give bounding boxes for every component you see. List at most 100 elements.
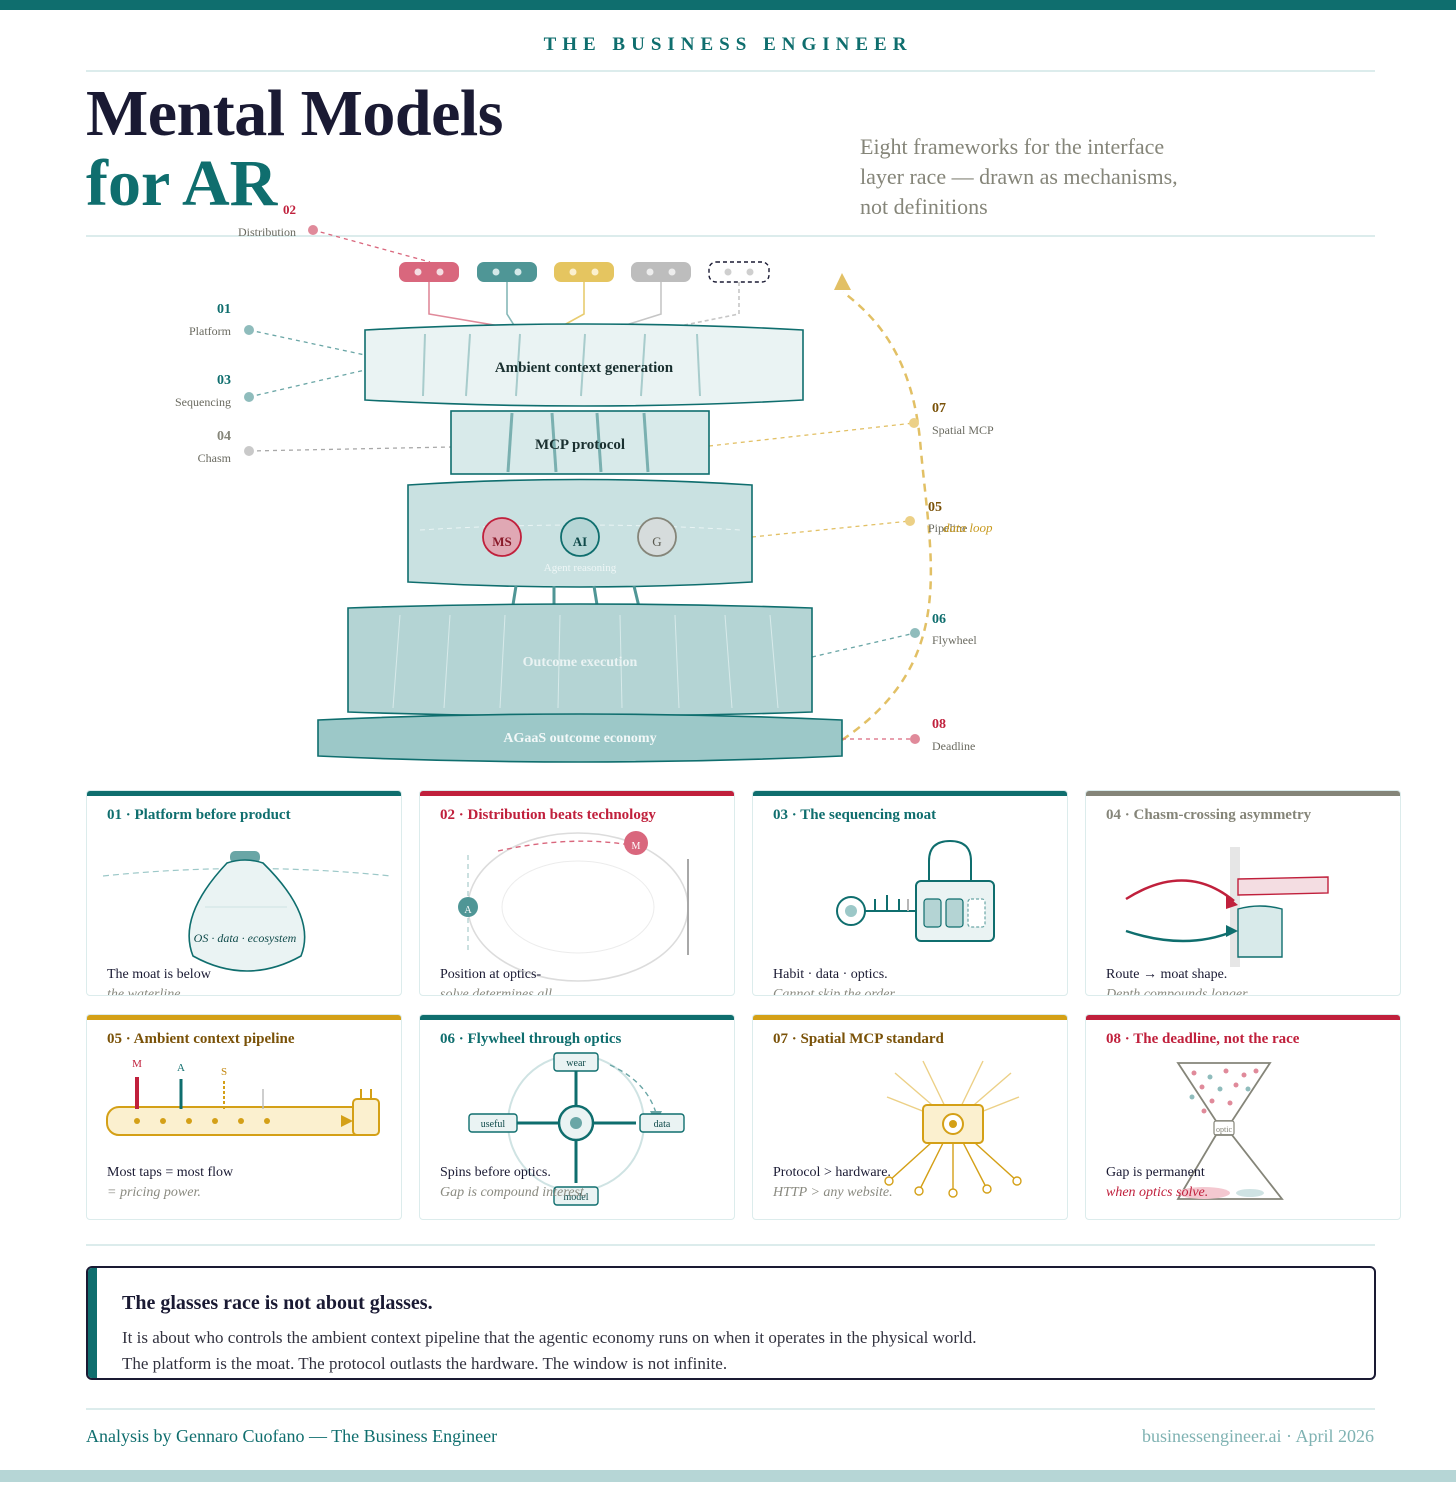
interface-stack-diagram: Ambient context generation MCP protocol … [175, 202, 994, 763]
card-line1: Most taps = most flow [107, 1165, 234, 1180]
marker-01-num: 01 [217, 302, 231, 317]
card-title: 01 · Platform before product [107, 807, 291, 823]
device-gold [554, 262, 614, 282]
page-title-line2: for AR [86, 147, 278, 220]
flywheel-useful-label: useful [481, 1119, 506, 1130]
agent-ms-circle [482, 517, 522, 557]
card-line1: Gap is permanent [1106, 1165, 1205, 1180]
mcp-hub-illustration [884, 1060, 1022, 1198]
page-subtitle: Eight frameworks for the interface layer… [860, 134, 1178, 219]
callout-accent-bar [88, 1268, 97, 1378]
mcp-stripes [506, 412, 650, 473]
marker-06-num: 06 [932, 612, 946, 627]
card-line1: Route → moat shape. [1106, 967, 1228, 982]
takeaway-callout: The glasses race is not about glasses. I… [86, 1266, 1376, 1380]
marker-08-label: Deadline [932, 739, 975, 753]
marker-dots [244, 225, 920, 744]
device-gray [631, 262, 691, 282]
flywheel-illustration: wear useful data model [468, 1052, 685, 1206]
outcome-stripes [392, 614, 779, 709]
card-line2: when optics solve. [1106, 1185, 1209, 1200]
card-line2: the waterline. [107, 987, 184, 996]
hourglass-illustration: optic [1176, 1062, 1284, 1200]
layer-mcp-label: MCP protocol [535, 437, 625, 453]
marker-01-label: Platform [189, 324, 232, 338]
pipeline-illustration: M A S [106, 1058, 380, 1136]
bottom-accent-bar [0, 1470, 1456, 1482]
page-title-line1: Mental Models [86, 77, 503, 150]
pipeline-m-label: M [132, 1058, 142, 1070]
footer-divider [86, 1408, 1375, 1410]
card-line2: solve determines all. [440, 987, 556, 996]
callout-heading: The glasses race is not about glasses. [122, 1292, 433, 1314]
footer-author: Analysis by Gennaro Cuofano — The Busine… [86, 1426, 498, 1446]
card-title: 07 · Spatial MCP standard [773, 1031, 944, 1047]
layer-economy-label: AGaaS outcome economy [503, 731, 656, 746]
leader-lines [248, 229, 916, 740]
card-flywheel: 06 · Flywheel through optics wear useful… [419, 1014, 735, 1220]
marker-03-label: Sequencing [175, 395, 231, 409]
card-line1: Protocol > hardware. [773, 1165, 891, 1180]
footer-site-date: businessengineer.ai · April 2026 [1142, 1426, 1374, 1446]
marker-08-num: 08 [932, 717, 946, 732]
data-loop-label: data loop [943, 520, 993, 535]
card-title: 08 · The deadline, not the race [1106, 1031, 1300, 1047]
card-accent-bar [87, 791, 401, 796]
marker-04-label: Chasm [198, 451, 232, 465]
device-connectors [428, 282, 740, 331]
card-sequencing: 03 · The sequencing moat Habit · data · … [752, 790, 1068, 996]
layer-ambient-label: Ambient context generation [495, 360, 674, 376]
card-accent-bar [1086, 791, 1400, 796]
lock-key-illustration [836, 839, 995, 942]
top-accent-bar [0, 0, 1456, 10]
flywheel-wear-label: wear [566, 1058, 586, 1069]
card-accent-bar [753, 1015, 1067, 1020]
layer-mcp [450, 410, 710, 475]
marker-05-num: 05 [928, 500, 942, 515]
card-pipeline: 05 · Ambient context pipeline M A S Most… [86, 1014, 402, 1220]
card-line1: The moat is below [107, 967, 211, 982]
header-divider [86, 70, 1375, 72]
card-line2: = pricing power. [107, 1185, 201, 1200]
device-red [399, 262, 459, 282]
card-spatial-mcp: 07 · Spatial MCP standard Protocol > har… [752, 1014, 1068, 1220]
card-line2: Depth compounds longer. [1106, 987, 1250, 996]
card-line1: Spins before optics. [440, 1165, 551, 1180]
card-line2: Cannot skip the order. [773, 987, 897, 996]
marker-06-label: Flywheel [932, 633, 977, 647]
chasm-illustration [1125, 847, 1329, 967]
marker-05-label: Pipeline [928, 521, 967, 535]
marker-04-num: 04 [217, 429, 231, 444]
brand-header: THE BUSINESS ENGINEER [543, 34, 913, 55]
card-line1: Habit · data · optics. [773, 967, 888, 982]
callout-body-line2: The platform is the moat. The protocol o… [122, 1354, 728, 1373]
card-accent-bar [753, 791, 1067, 796]
card-line1: Position at optics- [440, 967, 542, 982]
card-title: 04 · Chasm-crossing asymmetry [1106, 807, 1312, 823]
agent-g-label: G [652, 534, 661, 549]
agent-ms-label: MS [492, 534, 512, 549]
iceberg-illustration: OS · data · ecosystem [102, 851, 392, 972]
callout-body-line1: It is about who controls the ambient con… [122, 1328, 977, 1347]
data-loop-arrowhead [834, 273, 851, 290]
agent-ai-circle [560, 517, 600, 557]
agent-g-circle [637, 517, 677, 557]
card-deadline: 08 · The deadline, not the race optic Ga… [1085, 1014, 1401, 1220]
layer-agent-label: Agent reasoning [544, 562, 617, 574]
card-title: 06 · Flywheel through optics [440, 1031, 622, 1047]
card-accent-bar [1086, 1015, 1400, 1020]
marker-labels: 02 Distribution 01 Platform 03 Sequencin… [175, 202, 994, 753]
card-accent-bar [420, 791, 734, 796]
device-future [708, 261, 770, 283]
pipeline-a-label: A [177, 1062, 185, 1074]
cards-divider [86, 1244, 1375, 1246]
agent-ai-label: AI [573, 534, 587, 549]
title-divider [86, 235, 1375, 237]
card-title: 02 · Distribution beats technology [440, 807, 656, 823]
iceberg-label: OS · data · ecosystem [194, 931, 297, 945]
data-loop-arc [841, 291, 933, 742]
device-row [399, 261, 770, 283]
ambient-stripes [422, 333, 701, 397]
marker-07-num: 07 [932, 401, 946, 416]
marker-03-num: 03 [217, 373, 231, 388]
